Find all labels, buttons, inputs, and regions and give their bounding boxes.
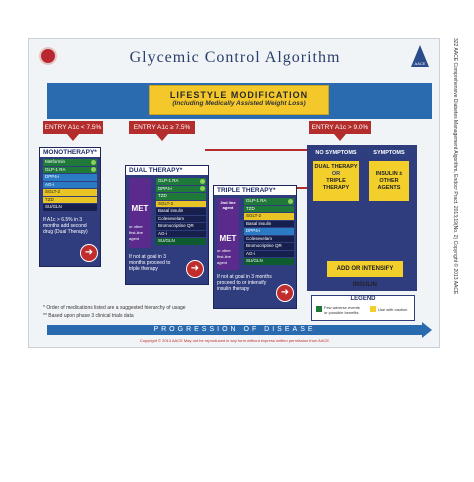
drug-metformin: Metformin [43,159,97,166]
entry-low: ENTRY A1c < 7.5% [43,121,103,134]
check-icon [200,178,205,184]
drug-dpp4: DPP4-i [43,174,97,181]
triple-note: If not at goal in 3 months proceed to or… [217,274,272,292]
algorithm-poster: AACE Glycemic Control Algorithm LIFESTYL… [28,38,440,348]
dual-drug-list: GLP-1 RA DPP4-i TZD SGLT-2 Basal insulin… [156,178,206,246]
arrow-right-icon: ➜ [80,244,98,262]
drug-item: Basal insulin [244,220,294,227]
page-title: Glycemic Control Algorithm [129,49,341,66]
flow-line [297,187,309,189]
arrow-right-icon: ➜ [186,260,204,278]
high-a1c-panel: NO SYMPTOMS DUAL THERAPY OR TRIPLE THERA… [307,145,417,291]
legend-title: LEGEND [350,296,376,302]
dual-therapy-panel: DUAL THERAPY* MET or other first-line ag… [125,165,209,285]
entry-mid: ENTRY A1c ≥ 7.5% [129,121,195,134]
copyright: Copyright © 2013 AACE May not be reprodu… [139,338,331,343]
flow-line [205,149,309,151]
dual-met-box: MET [129,178,151,248]
drug-item: TZD [244,205,294,212]
aace-logo-icon [39,47,57,65]
drug-item: AG-i [244,250,294,257]
lifestyle-box: LIFESTYLE MODIFICATION (Including Medica… [149,85,329,115]
drug-item: Colesevelam [156,215,206,222]
drug-agi: AG-i [43,181,97,188]
dual-therapy-title: DUAL THERAPY* [126,166,208,175]
entry-high-arrow [334,134,346,141]
check-icon [91,167,96,172]
monotherapy-note: If A1c > 6.5% in 3 months add second dru… [43,216,88,235]
legend: LEGEND Few adverse events or possible be… [311,295,415,321]
arrow-right-icon: ➜ [276,284,294,302]
drug-item: AG-i [156,230,206,237]
drug-tzd: TZD [43,196,97,203]
symptoms-box: INSULIN ± OTHER AGENTS [369,161,409,201]
monotherapy-title: MONOTHERAPY* [40,148,100,157]
entry-high: ENTRY A1c > 9.0% [309,121,371,134]
drug-item: SU/GLN [156,238,206,245]
drug-item: GLP-1 RA [244,198,294,205]
check-icon [288,198,293,204]
legend-caution: Use with caution [378,307,408,312]
drug-item: SGLT-2 [156,200,206,207]
drug-item: GLP-1 RA [156,178,206,185]
drug-sglt2: SGLT-2 [43,189,97,196]
drug-item: SU/GLN [244,258,294,265]
check-icon [200,186,205,191]
side-citation: 322 AACE Comprehensive Diabetes Manageme… [452,38,458,295]
green-swatch-icon [316,306,322,312]
triple-met-box: 2nd line agent MET [217,198,239,270]
add-insulin-box: ADD OR INTENSIFY INSULIN [327,261,403,288]
entry-mid-arrow [156,134,168,141]
dual-note: If not at goal in 3 months proceed to tr… [129,254,171,272]
triple-therapy-title: TRIPLE THERAPY* [214,186,296,195]
drug-item: DPP4-i [244,228,294,235]
drug-glp1: GLP-1 RA [43,166,97,173]
triple-drug-list: GLP-1 RA TZD SGLT-2 Basal insulin DPP4-i… [244,198,294,266]
progression-arrow-icon [422,322,432,338]
symptoms-title: SYMPTOMS [365,149,413,158]
progression-bar: PROGRESSION OF DISEASE [47,325,422,335]
drug-item: TZD [156,193,206,200]
drug-item: SGLT-2 [244,213,294,220]
drug-item: DPP4-i [156,185,206,192]
caution-icon [370,306,376,312]
dual-met-sub: or other first-line agent [129,224,144,241]
footnote-2: ** Based upon phase 3 clinical trials da… [43,313,134,319]
drug-su-gln: SU/GLN [43,204,97,211]
triple-met-sub: or other first-line agent [217,248,232,265]
no-symptoms-title: NO SYMPTOMS [311,149,361,158]
triple-therapy-panel: TRIPLE THERAPY* 2nd line agent MET or ot… [213,185,297,309]
footnote-1: * Order of medications listed are a sugg… [43,305,186,311]
drug-item: Bromocriptine QR [244,243,294,250]
lifestyle-subtitle: (Including Medically Assisted Weight Los… [172,100,306,107]
check-icon [91,159,96,165]
legend-few: Few adverse events or possible benefits [324,305,360,315]
drug-item: Basal insulin [156,208,206,215]
entry-low-arrow [67,134,79,141]
drug-item: Bromocriptine QR [156,223,206,230]
monotherapy-panel: MONOTHERAPY* Metformin GLP-1 RA DPP4-i A… [39,147,101,267]
lifestyle-title: LIFESTYLE MODIFICATION [169,90,309,100]
no-symptoms-box: DUAL THERAPY OR TRIPLE THERAPY [313,161,359,201]
drug-item: Colesevelam [244,235,294,242]
